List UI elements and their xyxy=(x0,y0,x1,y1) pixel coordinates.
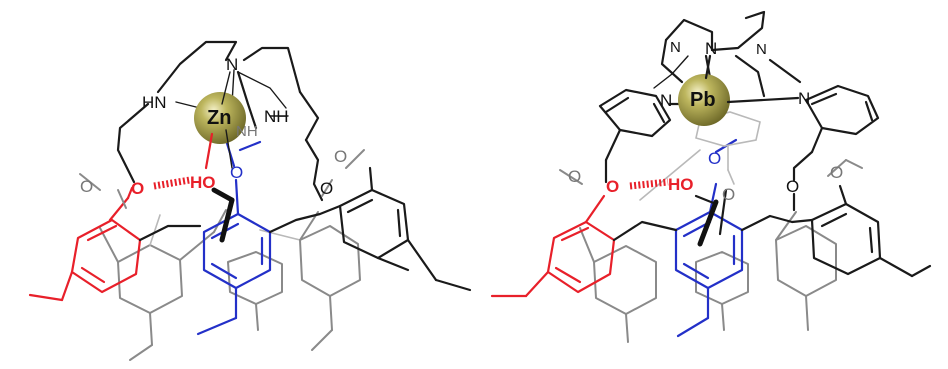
pb-red-phenol-unit xyxy=(490,194,616,298)
zn-oxygen-blue: O xyxy=(230,163,243,182)
zn-calixarene-back-rings xyxy=(99,209,361,361)
zn-red-phenol-unit xyxy=(28,186,142,302)
pb-pyridine-n-right: N xyxy=(798,89,810,108)
pb-methoxy-groups xyxy=(559,159,863,212)
zn-methoxy-center: O xyxy=(334,147,347,166)
zn-amine-n-top: N xyxy=(226,55,238,74)
zn-methoxy-right: O xyxy=(320,179,333,198)
pb-hydrogen-bond xyxy=(629,178,669,190)
zn-blue-phenol-unit xyxy=(196,138,272,336)
zn-amine-nh-right: NH xyxy=(264,107,289,126)
zn-methoxy-groups xyxy=(79,140,365,209)
pb-oxygen-red: O xyxy=(606,177,619,196)
zn-hydroxyl: HO xyxy=(190,173,216,192)
zn-amine-hn-left: HN xyxy=(142,93,167,112)
pb-blue-phenol-unit xyxy=(674,138,744,338)
pb-bold-bond xyxy=(697,199,719,247)
pb-methoxy-right: O xyxy=(830,163,843,182)
zn-metal-label: Zn xyxy=(207,107,231,129)
zn-tren-cage xyxy=(116,40,324,202)
pb-right-phenol-unit xyxy=(810,184,932,278)
pb-hydroxyl: HO xyxy=(668,175,694,194)
zn-metal-sphere xyxy=(194,92,246,144)
zn-complex: Zn N HN NH NH O O HO O O O xyxy=(28,40,472,361)
pb-metal-label: Pb xyxy=(690,89,716,111)
zn-right-phenol-unit xyxy=(338,166,472,292)
zn-bold-bond xyxy=(219,197,235,243)
pb-calixarene-back-rings xyxy=(579,149,837,343)
zn-oxygen-red: O xyxy=(131,179,144,198)
pb-complex: Pb N N N N N O HO O O O O O xyxy=(490,10,932,343)
pb-tren-n-left: N xyxy=(670,39,681,56)
pb-pyridine-n-left: N xyxy=(660,91,672,110)
zn-methoxy-left: O xyxy=(80,177,93,196)
pb-tren-n-top: N xyxy=(705,39,717,58)
pb-tren-n-right: N xyxy=(756,41,767,58)
pb-methoxy-center: O xyxy=(708,149,721,168)
pb-metal-sphere xyxy=(678,74,730,126)
pb-tren-pyridine-cage xyxy=(598,10,880,185)
pb-ether-oxygen-right: O xyxy=(786,177,799,196)
pb-methylene-bridges xyxy=(612,188,814,247)
zn-hydrogen-bond xyxy=(153,176,191,190)
zn-methylene-bridges xyxy=(138,204,342,242)
pb-ether-oxygen-blue: O xyxy=(722,185,735,204)
zn-amine-nh-back: NH xyxy=(236,123,258,140)
pb-methoxy-left: O xyxy=(568,167,581,186)
